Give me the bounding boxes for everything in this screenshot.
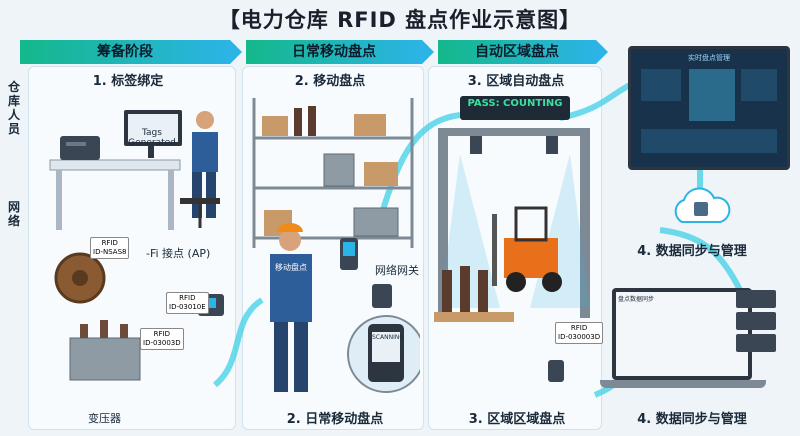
- stage-mobile: 日常移动盘点: [246, 40, 434, 64]
- flow-arrow-1: [212, 297, 264, 388]
- scanner-screen-text: SCANNING: [372, 334, 404, 341]
- desk: [49, 159, 181, 171]
- worker-head: [196, 111, 214, 129]
- printer-icon: [60, 136, 100, 160]
- pallet-icon: [434, 312, 514, 322]
- transformer-icon: [69, 337, 141, 381]
- laptop-base: [600, 380, 766, 388]
- hard-hat-icon: [277, 223, 303, 232]
- step-3-label: 3. 区域自动盘点: [467, 74, 565, 89]
- worker-body: [192, 132, 218, 172]
- mobile-illustration: [252, 98, 420, 393]
- antenna-icon: [470, 136, 482, 154]
- dashboard-plant-view: [689, 69, 735, 121]
- gateway-icon: [372, 284, 392, 308]
- gate-post-left: [438, 128, 448, 318]
- monitor-text: Tags Generated: [128, 128, 176, 148]
- rfid-tag-4-title: RFID: [570, 324, 588, 332]
- laptop-icon: 盘点数据同步: [612, 288, 752, 380]
- step-4b-label: 4. 数据同步与管理: [637, 412, 747, 427]
- box-icon: [262, 116, 288, 136]
- stage-auto: 自动区域盘点: [438, 40, 608, 64]
- reader-icon: [548, 360, 564, 382]
- flow-arrow-3: [559, 82, 632, 121]
- server-icon: [736, 290, 776, 352]
- ap-label: -Fi 接点 (AP): [146, 247, 211, 260]
- step-2b-label: 2. 日常移动盘点: [286, 412, 384, 427]
- worker2-head: [279, 229, 301, 251]
- gate-banner-text: PASS: COUNTING: [467, 98, 563, 109]
- cloud-icon: [674, 187, 731, 223]
- dashboard-monitor: 实时盘点管理: [628, 46, 790, 170]
- rfid-tag-4-id: ID-030003D: [558, 333, 601, 341]
- step-1-label: 1. 标签绑定: [92, 74, 164, 89]
- page-title: 【电力仓库 RFID 盘点作业示意图】: [218, 8, 582, 32]
- gate-banner: [460, 96, 570, 120]
- rfid-tag-1-title: RFID: [101, 239, 118, 247]
- gate-post-right: [580, 128, 590, 318]
- auto-illustration: [434, 96, 590, 382]
- step-3b-label: 3. 区域区域盘点: [468, 412, 566, 427]
- step-4-label: 4. 数据同步与管理: [637, 244, 747, 259]
- dashboard-chart: [741, 69, 777, 101]
- rfid-tag-1-id: ID-NSAS8: [93, 248, 127, 256]
- dashboard-table: [641, 129, 777, 153]
- handheld-badge: 移动盘点: [275, 263, 307, 272]
- rfid-tag-3-id: ID-03003D: [143, 339, 181, 347]
- transformer-label: 变压器: [88, 412, 121, 425]
- stage-prep: 筹备阶段: [20, 40, 242, 64]
- forklift-icon: [504, 238, 558, 278]
- gateway-label: 网络网关: [375, 264, 419, 277]
- side-label-staff: 仓库人员: [7, 80, 20, 136]
- step-2-label: 2. 移动盘点: [294, 74, 366, 89]
- laptop-title: 盘点数据同步: [618, 296, 655, 303]
- dashboard-widget: [641, 69, 681, 101]
- rfid-tag-2-title: RFID: [179, 294, 196, 302]
- rfid-tag-2-id: ID-03010E: [169, 303, 206, 311]
- rfid-tag-3-title: RFID: [153, 330, 170, 338]
- worker2-body: [270, 254, 312, 322]
- flow-arrow-6: [659, 227, 743, 292]
- insulator-icon: [294, 108, 302, 136]
- side-label-network: 网络: [7, 200, 20, 228]
- dashboard-title: 实时盘点管理: [688, 54, 730, 62]
